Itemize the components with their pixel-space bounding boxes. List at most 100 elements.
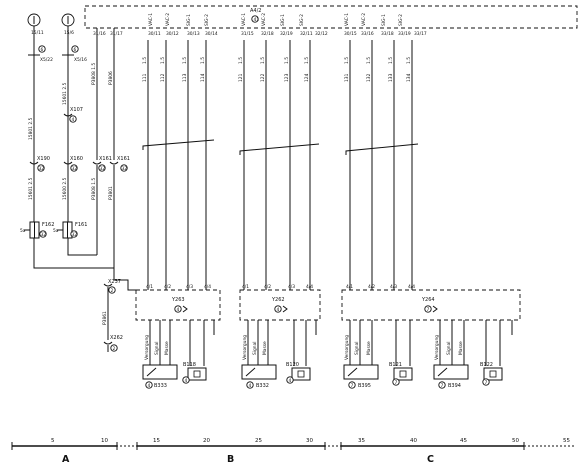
pin-label: 33/19 (398, 31, 411, 37)
connector-label: X160 (70, 156, 83, 162)
fuse-label: F162 (42, 222, 54, 228)
pin-label: 4/3 (390, 284, 397, 290)
connector-label: X161 (117, 156, 130, 162)
sensor-badge-text: 4 (249, 383, 252, 389)
connector-badge-text: 2 (111, 288, 114, 294)
module-pins-group1: 31/16 31/17 30/11 30/12 30/13 30/14 (93, 31, 218, 37)
sensor-label: B394 (448, 383, 461, 389)
wire-labels-g2: 121 122 123 124 1.5 1.5 1.5 1.5 (238, 57, 310, 82)
valve-block-y262: 4/1 4/2 4/3 4/4 Y262 4 (239, 284, 321, 335)
wire-labels-g3: 131 132 133 134 1.5 1.5 1.5 1.5 (344, 57, 412, 82)
connector-badge-text: 32 (122, 166, 128, 172)
sensor-line: Masse (458, 341, 464, 355)
fuse-f162: F162 32 5a (20, 221, 54, 239)
wire-label: P3861 (102, 311, 108, 325)
pin-label: 32/12 (315, 31, 328, 37)
ruler-tick: 15 (153, 438, 160, 444)
ruler-tick: 50 (512, 438, 519, 444)
wires-group2 (243, 40, 311, 290)
valve-badge-text: 7 (427, 307, 430, 313)
fuse-side: 5a (53, 228, 59, 234)
wire-cross: 1.5 (284, 57, 290, 64)
ruler-tick: 35 (358, 438, 365, 444)
pin-label: 4/2 (368, 284, 375, 290)
fuse-label: F161 (75, 222, 87, 228)
module-top-labels: VAC-1 VAC-2 SIG-1 SIG-2 VAC-1 VAC-2 SIG-… (148, 13, 404, 26)
wire-label: 113 (182, 73, 188, 82)
sensor-line: Signal (446, 342, 452, 356)
pin-label: 4/2 (264, 284, 271, 290)
supply-badge: 6 (41, 47, 44, 53)
fuse-f161: F161 32 5a (53, 221, 87, 239)
sensor-label: B332 (256, 383, 269, 389)
sensor-badge-text: 4 (185, 378, 188, 384)
wire-label: P3801 (108, 186, 114, 200)
wire-label: P3808 1.5 (91, 63, 97, 85)
connector-badge-text: 32 (100, 166, 106, 172)
wire-cross: 1.5 (182, 57, 188, 64)
sensor-label: B122 (480, 362, 493, 368)
pin-label: 4/4 (306, 284, 313, 290)
sensor-badge-text: 7 (485, 380, 488, 386)
pin-label: 30/15 (344, 31, 357, 37)
zone-label: C (427, 454, 434, 465)
pin-label: 33/17 (414, 31, 427, 37)
ruler: 5 10 15 20 25 30 35 40 45 50 55 A B C (11, 438, 575, 465)
wire-cross: 1.5 (366, 57, 372, 64)
connector-symbol (103, 283, 113, 287)
svg-text:SIG-1: SIG-1 (381, 14, 387, 26)
sensor-line: Versorgung (144, 335, 150, 360)
sensor-badge-text: 4 (148, 383, 151, 389)
valve-label: Y264 (421, 297, 435, 303)
supply-connector: X5/22 (40, 57, 53, 63)
sensor-b395: Versorgung Signal Masse 7 B395 (343, 335, 379, 389)
wire-label: 15801 2.5 (28, 117, 34, 140)
svg-text:VAC-2: VAC-2 (361, 13, 367, 26)
pin-label: 32/11 (300, 31, 313, 37)
fuse-badge-text: 32 (72, 232, 78, 238)
wires-group3 (349, 40, 413, 290)
valve-block-y264: 4/1 4/2 4/3 4/4 Y264 7 (341, 284, 521, 335)
supply-wire: 15/6 (64, 30, 74, 36)
connector-symbol (63, 113, 73, 117)
connector-badge (69, 115, 77, 123)
wire-label: 131 (344, 73, 350, 82)
sensor-b122: B122 7 (480, 335, 503, 386)
wire-label: 111 (142, 73, 148, 82)
wire-label: 132 (366, 73, 372, 82)
pin-label: 4/1 (346, 284, 353, 290)
wire-cross: 1.5 (344, 57, 350, 64)
sensor-line: Versorgung (344, 335, 350, 360)
wire-cross: 1.5 (304, 57, 310, 64)
svg-text:SIG-1: SIG-1 (186, 14, 192, 26)
pin-label: 33/16 (361, 31, 374, 37)
connector-badge-text: 2 (113, 346, 116, 352)
svg-text:SIG-2: SIG-2 (398, 14, 404, 26)
pin-label: 31/16 (93, 31, 106, 37)
wire-cross: 1.5 (238, 57, 244, 64)
sensor-label: B333 (154, 383, 167, 389)
pin-label: 30/11 (148, 31, 161, 37)
wire-label: 112 (160, 73, 166, 82)
sensor-b394: Versorgung Signal Masse 7 B394 (433, 335, 469, 389)
wire-cross: 1.5 (388, 57, 394, 64)
supply-2: 15/6 6 X5/16 (61, 13, 87, 63)
svg-text:VAC-1: VAC-1 (148, 13, 154, 26)
wires-group1 (147, 40, 207, 290)
connector-badge (108, 286, 116, 294)
sensor-badge-text: 7 (351, 383, 354, 389)
connector-badge-text: 4 (72, 117, 75, 123)
wire-label: P3806 (108, 71, 114, 85)
sensor-line: Versorgung (242, 335, 248, 360)
sensor-label: B120 (286, 362, 299, 368)
connector-row: X190 32 X160 32 X161 32 X161 32 (29, 156, 130, 172)
control-module-box (84, 5, 578, 29)
sensor-line: Masse (366, 341, 372, 355)
wire-join-a (33, 238, 114, 269)
wire-label: 123 (284, 73, 290, 82)
wire-label: 15600 2.5 (62, 177, 68, 200)
shield-lines (142, 139, 419, 155)
pin-label: 33/18 (381, 31, 394, 37)
sensor-badge-text: 4 (289, 378, 292, 384)
